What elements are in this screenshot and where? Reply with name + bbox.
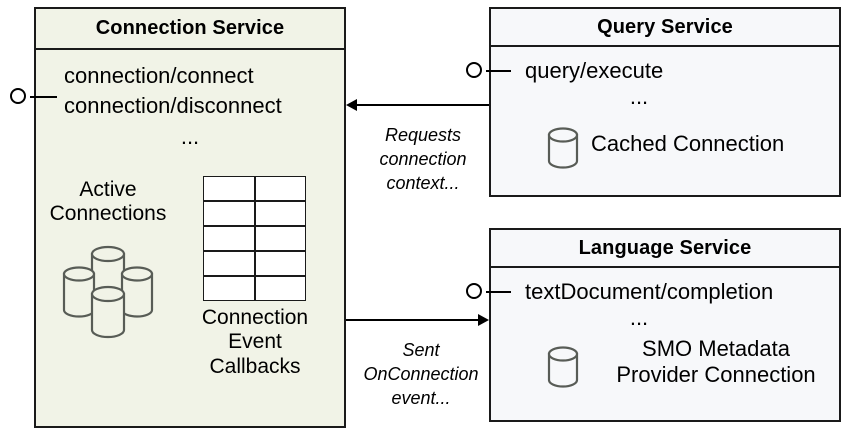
language-service-ellipsis: ... [629,305,649,330]
language-service-interface-0[interactable]: textDocument/completion [525,279,774,304]
query-service-header: Query Service [491,9,839,47]
sent-onconnection-arrow-head-icon [478,314,489,326]
connection-service-ellipsis: ... [180,124,200,149]
lollipop-stem-icon [486,70,511,72]
connection-service-header: Connection Service [36,9,344,50]
connection-event-callbacks-label: Connection Event Callbacks [201,306,309,378]
cylinder-cluster-svg [62,245,154,339]
language-service-header: Language Service [491,230,839,268]
query-service-provided-interface-icon[interactable] [466,61,511,81]
grid-cell [255,202,305,225]
sent-onconnection-arrow-label: Sent OnConnection event... [363,340,479,408]
requests-connection-arrow-head-icon [346,99,357,111]
query-service-interface-0[interactable]: query/execute [525,58,664,83]
connection-service-interface-1[interactable]: connection/disconnect [64,93,282,118]
connection-service-interface-0[interactable]: connection/connect [64,63,254,88]
connection-event-callbacks-grid-icon [203,176,306,301]
active-connections-cylinders-icon [54,240,166,340]
grid-cell [204,252,254,275]
grid-cell [255,277,305,300]
cylinder-svg [547,346,579,388]
lollipop-stem-icon [486,291,511,293]
grid-cell [255,252,305,275]
query-service-ellipsis: ... [629,84,649,109]
connection-service-provided-interface-icon[interactable] [10,87,57,107]
active-connections-label: Active Connections [49,178,167,226]
grid-cell [255,177,305,200]
grid-cell [204,202,254,225]
cylinder-svg [547,127,579,169]
cached-connection-cylinder-icon [546,126,580,170]
smo-metadata-cylinder-icon [546,345,580,389]
grid-cell [255,227,305,250]
language-service-title: Language Service [578,236,752,259]
language-service-provided-interface-icon[interactable] [466,282,511,302]
language-service-box[interactable]: Language Service [489,228,841,422]
cached-connection-label: Cached Connection [591,131,785,156]
grid-cell [204,177,254,200]
lollipop-stem-icon [30,96,57,98]
smo-metadata-label: SMO Metadata Provider Connection [616,336,816,387]
connection-service-title: Connection Service [95,17,285,39]
grid-cell [204,277,254,300]
requests-connection-arrow-line [357,104,489,106]
query-service-title: Query Service [597,15,733,38]
lollipop-circle-icon [466,283,482,299]
lollipop-circle-icon [466,62,482,78]
lollipop-circle-icon [10,88,26,104]
query-service-box[interactable]: Query Service [489,7,841,197]
requests-connection-arrow-label: Requests connection context... [379,125,467,193]
grid-cell [204,227,254,250]
sent-onconnection-arrow-line [346,319,478,321]
